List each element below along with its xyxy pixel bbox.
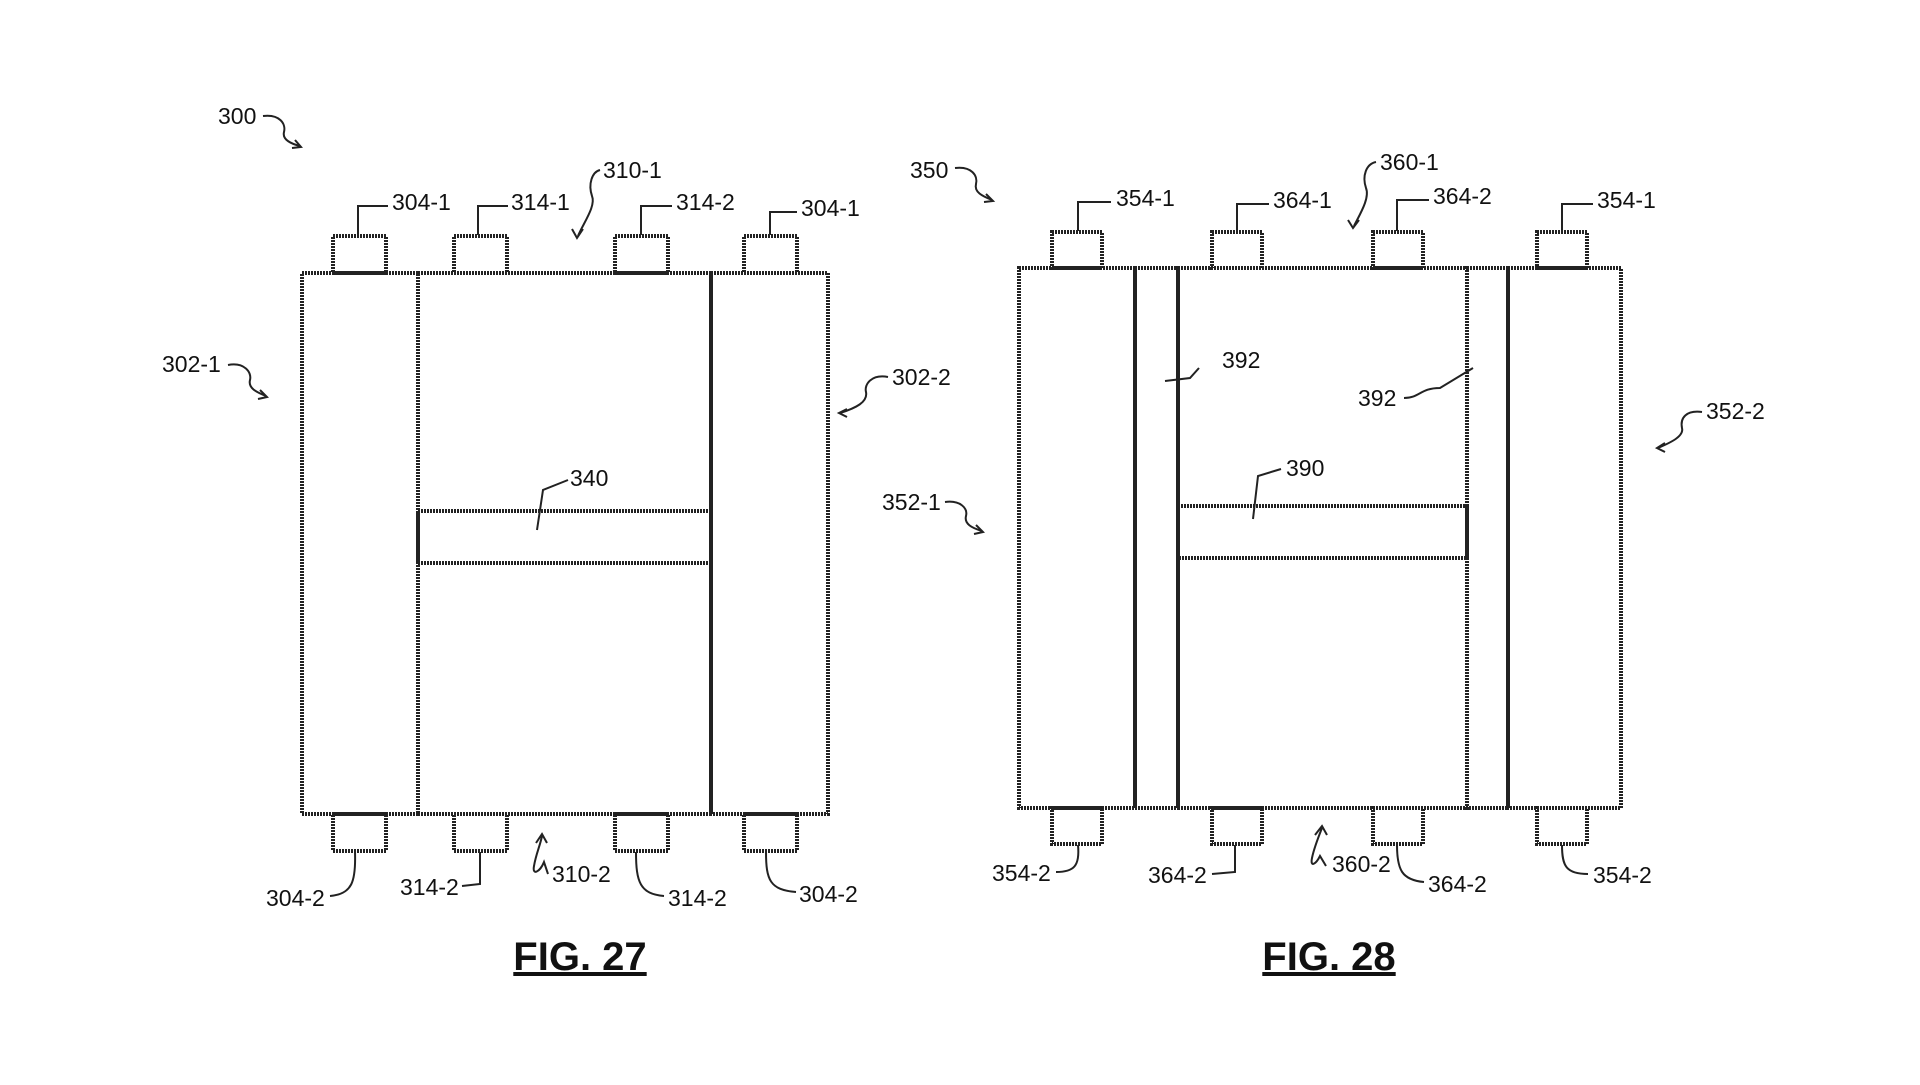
fig27-arrowhead-block-right — [836, 408, 848, 418]
fig27-arrowhead-gap-top — [571, 228, 584, 240]
fig28-label-strip-right: 392 — [1358, 385, 1396, 411]
fig27-leader-gap-top — [577, 169, 601, 237]
fig27-pad-mid2-bottom — [613, 812, 670, 853]
fig28-leader-pad-left-bottom — [1055, 844, 1080, 873]
fig27-label-gap-bottom: 310-2 — [552, 861, 611, 887]
fig28-label-strip-left: 392 — [1222, 347, 1260, 373]
fig28-label-block-left: 352-1 — [882, 489, 941, 515]
fig28-arrowhead-assembly — [983, 193, 996, 203]
fig27-label-gap-top: 310-1 — [603, 157, 662, 183]
fig27-pad-mid1-bottom — [452, 812, 509, 853]
fig27-leader-assembly — [262, 114, 301, 147]
fig27-leader-pad-left-top — [357, 205, 388, 235]
fig27-label-pad-mid1-bottom: 314-2 — [400, 874, 459, 900]
fig27-leader-block-right — [839, 375, 889, 414]
fig27-label-pad-left-bottom: 304-2 — [266, 885, 325, 911]
fig27-block-right — [709, 271, 830, 816]
fig28-label-pad-right-top: 354-1 — [1597, 187, 1656, 213]
fig27-pad-left-top — [331, 234, 388, 275]
fig27-leader-block-left — [227, 363, 267, 397]
fig27-pad-left-bottom — [331, 812, 388, 853]
fig27-label-block-left: 302-1 — [162, 351, 221, 377]
fig27-label-pad-left-top: 304-1 — [392, 189, 451, 215]
fig27-leader-bridge — [536, 479, 569, 531]
fig28-leader-pad-mid1-top — [1236, 203, 1269, 231]
fig28-leader-pad-left-top — [1077, 201, 1111, 231]
fig27-leader-pad-mid1-bottom — [461, 852, 481, 887]
fig28-label-pad-right-bottom: 354-2 — [1593, 862, 1652, 888]
fig28-label-pad-left-top: 354-1 — [1116, 185, 1175, 211]
fig28-strip-left — [1133, 266, 1180, 810]
fig28-pad-right-bottom — [1535, 806, 1589, 846]
fig28-label-gap-bottom: 360-2 — [1332, 851, 1391, 877]
fig28-leader-gap-bottom — [1310, 824, 1328, 867]
fig28-leader-bridge — [1252, 468, 1282, 520]
fig28-block-right — [1506, 266, 1623, 810]
fig27-leader-pad-right-top — [769, 211, 797, 235]
fig27-pad-mid1-top — [452, 234, 509, 275]
fig27-arrowhead-assembly — [291, 139, 303, 149]
fig28-pad-mid2-bottom — [1371, 806, 1425, 846]
fig28-leader-pad-right-bottom — [1561, 844, 1589, 875]
fig28-leader-pad-right-top — [1561, 203, 1593, 231]
fig27-label-pad-mid2-bottom: 314-2 — [668, 885, 727, 911]
fig27-pad-right-bottom — [742, 812, 799, 853]
fig28-label-pad-left-bottom: 354-2 — [992, 860, 1051, 886]
fig28-leader-pad-mid1-bottom — [1211, 845, 1236, 875]
fig28-label-gap-top: 360-1 — [1380, 149, 1439, 175]
fig28-strip-right — [1465, 266, 1510, 810]
fig28-leader-pad-mid2-top — [1396, 199, 1429, 231]
fig27-pad-right-top — [742, 234, 799, 275]
fig28-pad-left-bottom — [1050, 806, 1104, 846]
fig27-diagram: 300 304-1 314-1 310-1 314-2 304-1 302-1 … — [162, 103, 951, 979]
fig27-label-bridge: 340 — [570, 465, 608, 491]
fig28-label-pad-mid1-top: 364-1 — [1273, 187, 1332, 213]
fig28-label-pad-mid1-bottom: 364-2 — [1148, 862, 1207, 888]
fig28-leader-strip-right — [1403, 367, 1474, 399]
fig28-leader-pad-mid2-bottom — [1396, 844, 1425, 883]
fig27-middle-block — [416, 271, 713, 816]
fig27-label-pad-mid1-top: 314-1 — [511, 189, 570, 215]
fig27-label-pad-right-top: 304-1 — [801, 195, 860, 221]
fig28-leader-assembly — [954, 166, 993, 201]
fig27-leader-pad-mid1-top — [477, 205, 508, 235]
fig28-arrowhead-block-left — [973, 524, 985, 535]
fig28-pad-mid1-bottom — [1210, 806, 1264, 846]
fig28-pad-right-top — [1535, 230, 1589, 270]
fig28-leader-gap-top — [1353, 161, 1377, 227]
fig28-pad-mid1-top — [1210, 230, 1264, 270]
fig27-pad-mid2-top — [613, 234, 670, 275]
fig28-leader-block-left — [944, 500, 983, 532]
fig28-leader-strip-left — [1164, 367, 1200, 382]
fig27-leader-gap-bottom — [532, 832, 549, 875]
fig28-leader-block-right — [1657, 410, 1703, 449]
fig28-label-pad-mid2-top: 364-2 — [1433, 183, 1492, 209]
fig28-arrowhead-block-right — [1654, 442, 1666, 453]
fig27-leader-pad-right-bottom — [765, 851, 797, 893]
fig27-label-pad-mid2-top: 314-2 — [676, 189, 735, 215]
fig27-label-pad-right-bottom: 304-2 — [799, 881, 858, 907]
fig27-arrowhead-block-left — [257, 389, 269, 400]
fig27-caption: FIG. 27 — [513, 935, 646, 979]
fig27-label-assembly: 300 — [218, 103, 256, 129]
fig28-pad-left-top — [1050, 230, 1104, 270]
fig27-leader-pad-mid2-bottom — [635, 851, 665, 897]
fig28-caption: FIG. 28 — [1262, 935, 1395, 979]
fig27-leader-pad-mid2-top — [640, 205, 672, 235]
fig27-bridge — [416, 509, 713, 565]
fig27-block-left — [300, 271, 420, 816]
fig27-label-block-right: 302-2 — [892, 364, 951, 390]
fig28-label-pad-mid2-bottom: 364-2 — [1428, 871, 1487, 897]
fig28-bridge — [1176, 504, 1469, 560]
fig27-leader-pad-left-bottom — [329, 851, 357, 897]
fig28-label-block-right: 352-2 — [1706, 398, 1765, 424]
fig28-diagram: 350 354-1 364-1 360-1 364-2 354-1 392 39… — [882, 149, 1765, 979]
fig28-label-bridge: 390 — [1286, 455, 1324, 481]
fig28-pad-mid2-top — [1371, 230, 1425, 270]
fig28-arrowhead-gap-top — [1347, 219, 1360, 230]
fig28-label-assembly: 350 — [910, 157, 948, 183]
fig28-block-left — [1017, 266, 1137, 810]
